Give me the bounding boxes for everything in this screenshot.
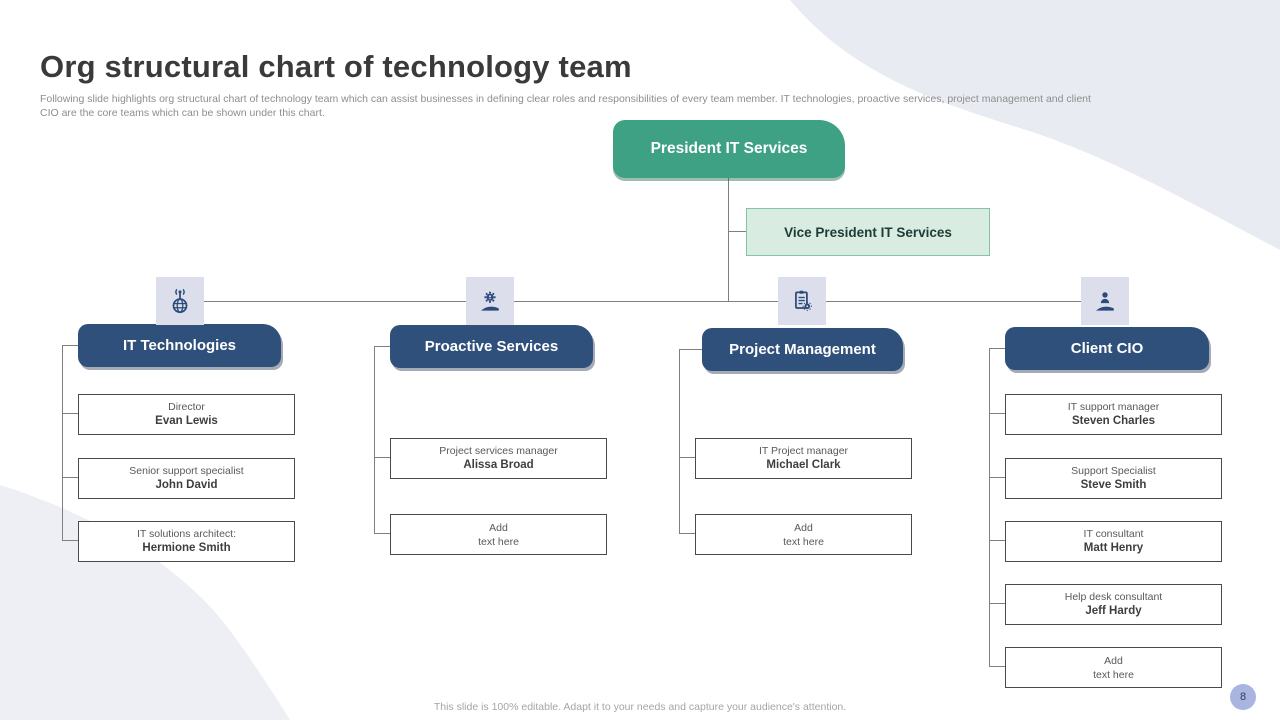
connector-main-hline — [180, 301, 1105, 302]
connector-col2-vline — [374, 346, 375, 533]
team-header-label: Proactive Services — [424, 338, 559, 355]
connector-col4-stub — [989, 603, 1005, 604]
member-box-add-text[interactable]: Add text here — [390, 514, 607, 555]
connector-col2-stub — [374, 457, 390, 458]
member-name: Jeff Hardy — [1085, 605, 1142, 617]
connector-col4-stub — [989, 348, 1005, 349]
connector-col1-stub — [62, 540, 78, 541]
member-role: IT Project manager — [758, 445, 849, 457]
member-role: Add — [794, 521, 813, 534]
vice-president-label: Vice President IT Services — [784, 224, 952, 240]
connector-col1-stub — [62, 413, 78, 414]
broadcast-globe-icon — [166, 287, 194, 315]
connector-col3-stub — [679, 349, 702, 350]
member-name: Hermione Smith — [142, 542, 231, 554]
subtitle-line-2: CIO are the core teams which can be show… — [40, 106, 325, 119]
client-cio-icon-tile[interactable] — [1081, 277, 1129, 325]
member-role: IT support manager — [1067, 401, 1160, 413]
project-management-icon-tile[interactable] — [778, 277, 826, 325]
hand-gear-icon — [476, 287, 504, 315]
member-box-support-specialist[interactable]: Support Specialist Steve Smith — [1005, 458, 1222, 499]
team-header-label: Project Management — [729, 341, 876, 358]
subtitle-line-1: Following slide highlights org structura… — [40, 92, 1091, 105]
connector-col4-stub — [989, 413, 1005, 414]
team-header-label: IT Technologies — [122, 337, 237, 354]
connector-president-vline — [728, 178, 729, 301]
connector-col4-stub — [989, 540, 1005, 541]
connector-col1-stub — [62, 477, 78, 478]
member-box-add-text[interactable]: Add text here — [1005, 647, 1222, 688]
it-technologies-icon-tile[interactable] — [156, 277, 204, 325]
clipboard-gear-icon — [788, 287, 816, 315]
team-header-it-technologies[interactable]: IT Technologies — [78, 324, 281, 367]
member-name: Steven Charles — [1071, 415, 1156, 427]
member-box-senior-support-specialist[interactable]: Senior support specialist John David — [78, 458, 295, 499]
member-name: Steve Smith — [1080, 479, 1147, 491]
team-header-proactive-services[interactable]: Proactive Services — [390, 325, 593, 368]
slide-subtitle: Following slide highlights org structura… — [40, 92, 1245, 120]
page-number-badge[interactable]: 8 — [1230, 684, 1256, 710]
member-role: Project services manager — [439, 445, 558, 457]
member-name: text here — [478, 535, 519, 548]
connector-col4-stub — [989, 666, 1005, 667]
president-label: President IT Services — [650, 140, 808, 157]
member-name: Matt Henry — [1083, 542, 1144, 554]
member-box-add-text[interactable]: Add text here — [695, 514, 912, 555]
president-node[interactable]: President IT Services — [613, 120, 845, 178]
member-name: Evan Lewis — [155, 415, 218, 427]
member-box-help-desk-consultant[interactable]: Help desk consultant Jeff Hardy — [1005, 584, 1222, 625]
member-role: Help desk consultant — [1064, 591, 1163, 603]
connector-col3-stub — [679, 457, 695, 458]
page-title: Org structural chart of technology team — [40, 48, 632, 84]
connector-col4-stub — [989, 477, 1005, 478]
connector-vp-stub — [728, 231, 746, 232]
connector-col1-vline — [62, 345, 63, 540]
footer-note: This slide is 100% editable. Adapt it to… — [433, 701, 847, 713]
team-header-project-management[interactable]: Project Management — [702, 328, 903, 371]
member-box-it-project-manager[interactable]: IT Project manager Michael Clark — [695, 438, 912, 479]
member-box-it-consultant[interactable]: IT consultant Matt Henry — [1005, 521, 1222, 562]
connector-col2-stub — [374, 533, 390, 534]
team-header-client-cio[interactable]: Client CIO — [1005, 327, 1209, 370]
connector-col2-stub — [374, 346, 390, 347]
connector-col1-stub — [62, 345, 78, 346]
member-role: Senior support specialist — [129, 465, 244, 477]
connector-col4-vline — [989, 348, 990, 666]
member-role: Support Specialist — [1071, 465, 1156, 477]
team-header-label: Client CIO — [1070, 340, 1144, 357]
member-role: Add — [489, 521, 508, 534]
proactive-services-icon-tile[interactable] — [466, 277, 514, 325]
member-box-project-services-manager[interactable]: Project services manager Alissa Broad — [390, 438, 607, 479]
member-name: text here — [1093, 668, 1134, 681]
member-box-it-solutions-architect[interactable]: IT solutions architect: Hermione Smith — [78, 521, 295, 562]
connector-col3-stub — [679, 533, 695, 534]
vice-president-node[interactable]: Vice President IT Services — [746, 208, 990, 256]
member-name: Michael Clark — [766, 459, 841, 471]
connector-col3-vline — [679, 349, 680, 533]
member-role: IT consultant — [1083, 528, 1144, 540]
member-name: text here — [783, 535, 824, 548]
member-box-it-support-manager[interactable]: IT support manager Steven Charles — [1005, 394, 1222, 435]
member-name: John David — [155, 479, 218, 491]
member-name: Alissa Broad — [463, 459, 534, 471]
member-role: Director — [168, 401, 205, 413]
page-number: 8 — [1239, 691, 1247, 703]
member-role: IT solutions architect: — [136, 528, 237, 540]
hand-person-icon — [1091, 287, 1119, 315]
member-box-director[interactable]: Director Evan Lewis — [78, 394, 295, 435]
member-role: Add — [1104, 654, 1123, 667]
